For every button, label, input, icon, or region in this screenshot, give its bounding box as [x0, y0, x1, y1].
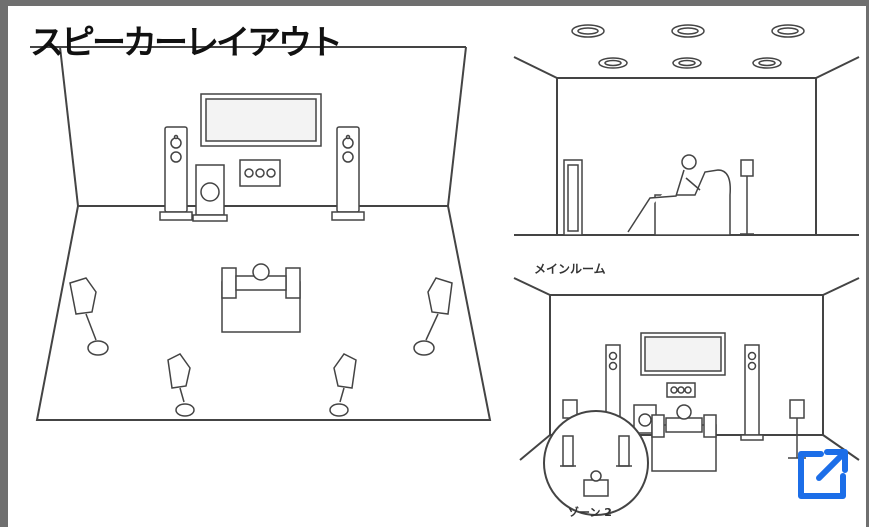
- side-view-listener-icon: [627, 154, 731, 236]
- external-link-icon: [798, 449, 848, 499]
- tv-icon: [200, 93, 322, 147]
- surround-back-right-speaker-icon: [329, 353, 357, 417]
- front-view-center-speaker-icon: [666, 382, 696, 398]
- page-title: スピーカーレイアウト: [30, 23, 343, 63]
- surround-right-speaker-icon: [413, 277, 453, 356]
- side-view-rear-speaker-icon: [740, 159, 754, 235]
- front-view-tv-icon: [640, 332, 726, 376]
- listener-sofa-icon: [221, 263, 301, 333]
- zone2-inset: [543, 410, 649, 516]
- external-link-button[interactable]: [793, 446, 851, 504]
- side-view-front-speaker-icon: [563, 159, 583, 236]
- ceiling-speaker-icons: [571, 24, 805, 69]
- front-view-right-tower-icon: [740, 344, 764, 441]
- front-right-speaker-icon: [331, 126, 365, 221]
- surround-back-left-speaker-icon: [167, 353, 195, 417]
- front-view-subwoofer-icon: [633, 404, 657, 434]
- main-room-label: メインルーム: [534, 262, 606, 276]
- front-left-speaker-icon: [159, 126, 193, 221]
- zone2-speakers-icon: [560, 435, 632, 497]
- surround-left-speaker-icon: [69, 277, 109, 356]
- zone2-label: ゾーン 2: [568, 506, 612, 519]
- subwoofer-icon: [192, 164, 228, 222]
- front-view-sofa-icon: [651, 404, 717, 472]
- main-room-perspective: [30, 46, 492, 421]
- center-speaker-icon: [239, 159, 281, 187]
